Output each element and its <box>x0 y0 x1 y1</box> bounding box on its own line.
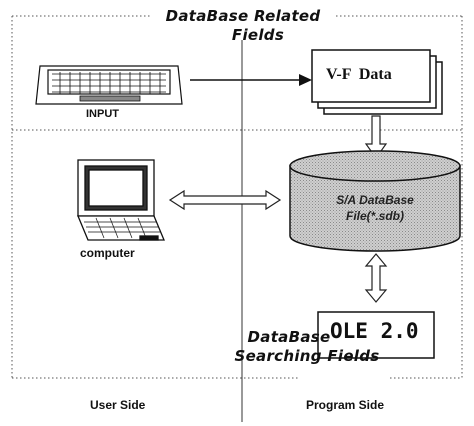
user-side-label: User Side <box>90 398 146 412</box>
database-label-line1: S/A DataBase <box>336 193 414 207</box>
database-label: S/A DataBase File(*.sdb) <box>300 192 450 224</box>
computer-label: computer <box>80 246 135 260</box>
stacked-documents-icon <box>311 49 443 115</box>
top-region-title-line1: DataBase Related <box>165 7 321 25</box>
keyboard-icon <box>35 65 183 105</box>
program-side-label: Program Side <box>306 398 385 412</box>
database-cylinder-icon <box>289 150 461 252</box>
arrow-database-to-ole <box>364 253 388 303</box>
input-label: INPUT <box>86 108 119 120</box>
laptop-icon <box>77 159 165 241</box>
region-borders <box>11 15 463 379</box>
bottom-region-title: DataBase Searching Fields <box>226 328 388 366</box>
top-region-title-line2: Fields <box>231 26 285 44</box>
bottom-region-title-line1: DataBase <box>247 328 331 346</box>
bottom-region-title-line2: Searching Fields <box>234 347 380 365</box>
database-label-line2: File(*.sdb) <box>345 209 404 223</box>
top-region-title: DataBase Related Fields <box>152 7 334 45</box>
ole-box <box>317 311 435 359</box>
arrow-input-to-vf <box>190 74 312 86</box>
arrow-computer-to-database <box>168 189 282 211</box>
ole-label: OLE 2.0 <box>330 319 419 343</box>
vf-data-label: V-F Data <box>326 66 392 83</box>
